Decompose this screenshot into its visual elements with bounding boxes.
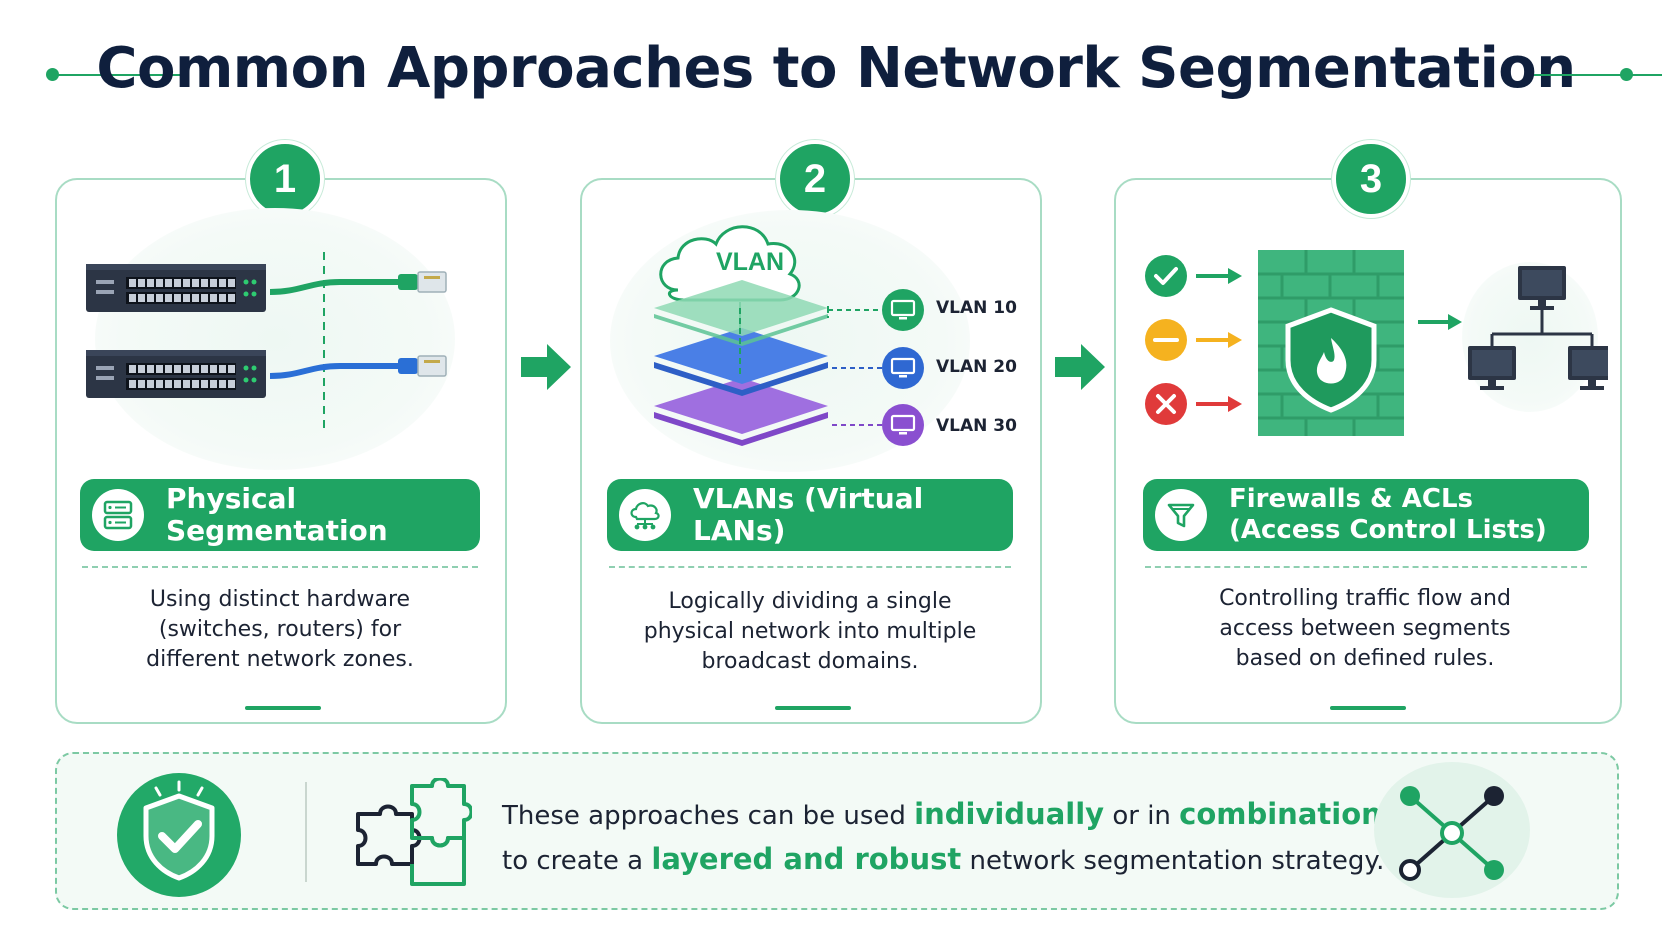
title-decoration-line-left [52,74,180,76]
description-firewalls: Controlling traffic flow and access betw… [1219,586,1511,671]
title-decoration-dot-right [1620,68,1633,81]
step-badge-2: 2 [776,140,854,218]
arrow-right-icon [1196,268,1242,284]
vertical-separator [305,782,307,882]
ethernet-cable-icon [269,355,447,379]
monitor-icon [882,289,924,331]
physical-switches-illustration [86,250,447,430]
arrow-right-icon [1196,396,1242,412]
network-switch-icon [86,264,266,312]
cloud-network-icon [619,489,671,541]
server-icon [92,489,144,541]
heading-text: VLANs (Virtual LANs) [693,482,924,547]
arrow-right-icon [521,344,571,390]
arrow-right-icon [1196,332,1242,348]
minus-circle-icon [1145,319,1187,361]
arrow-right-icon [1418,314,1462,330]
puzzle-icon [356,778,472,886]
monitor-icon [882,347,924,389]
vlan-label-20: VLAN 20 [936,357,1017,377]
divider [82,566,478,568]
summary-line-2: to create a layered and robust network s… [502,842,1385,876]
firewall-icon [1258,250,1404,436]
monitor-icon [882,404,924,446]
card-accent-bar [775,706,851,710]
summary-line-1: These approaches can be used individuall… [502,797,1382,831]
step-badge-3: 3 [1332,140,1410,218]
description-vlans: Logically dividing a single physical net… [643,589,977,674]
heading-physical-segmentation: Physical Segmentation [80,479,480,551]
divider [1145,566,1587,568]
check-circle-icon [1145,255,1187,297]
summary-panel [55,752,1619,910]
x-circle-icon [1145,383,1187,425]
page-title: Common Approaches to Network Segmentatio… [96,36,1576,101]
title-decoration-line-right [1534,74,1662,76]
card-accent-bar [1330,706,1406,710]
description-physical: Using distinct hardware (switches, route… [146,587,414,672]
step-badge-1: 1 [246,140,324,218]
heading-vlans: VLANs (Virtual LANs) [607,479,1013,551]
arrow-right-icon [1055,344,1105,390]
firewall-illustration [1145,250,1608,436]
heading-text: Firewalls & ACLs (Access Control Lists) [1229,484,1547,545]
divider [609,566,1011,568]
illustration-backdrop [95,208,455,470]
vlan-layers-illustration [654,225,924,446]
network-switch-icon [86,350,266,398]
vlan-label-30: VLAN 30 [936,416,1017,436]
network-tree-icon [1468,266,1608,390]
shield-check-icon [117,773,241,897]
network-node-icon [1374,762,1530,898]
vlan-label-10: VLAN 10 [936,298,1017,318]
heading-firewalls-acls: Firewalls & ACLs (Access Control Lists) [1143,479,1589,551]
funnel-icon [1155,489,1207,541]
ethernet-cable-icon [269,271,447,295]
cloud-label: VLAN [715,248,785,276]
heading-text: Physical Segmentation [166,482,388,547]
card-accent-bar [245,706,321,710]
